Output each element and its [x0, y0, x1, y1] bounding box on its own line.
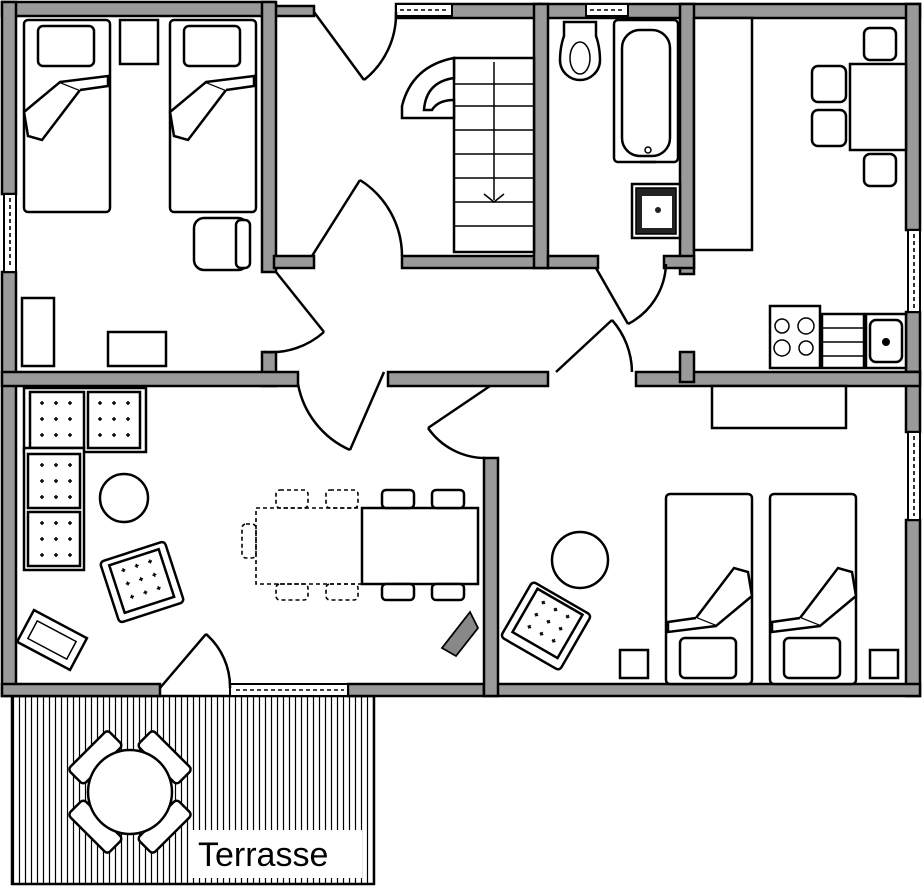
bedroom-2: [500, 384, 900, 686]
staircase: [400, 56, 536, 254]
walls: [0, 0, 922, 698]
bedroom-1: [20, 18, 258, 368]
doors: [159, 11, 668, 689]
kitchen: [692, 16, 908, 370]
windows: [3, 3, 921, 697]
living-room: [15, 386, 480, 672]
bathroom: [558, 18, 682, 240]
terrace-label: Terrasse: [198, 836, 328, 874]
terrace: Terrasse: [10, 694, 376, 886]
terrace-table: [68, 730, 192, 854]
